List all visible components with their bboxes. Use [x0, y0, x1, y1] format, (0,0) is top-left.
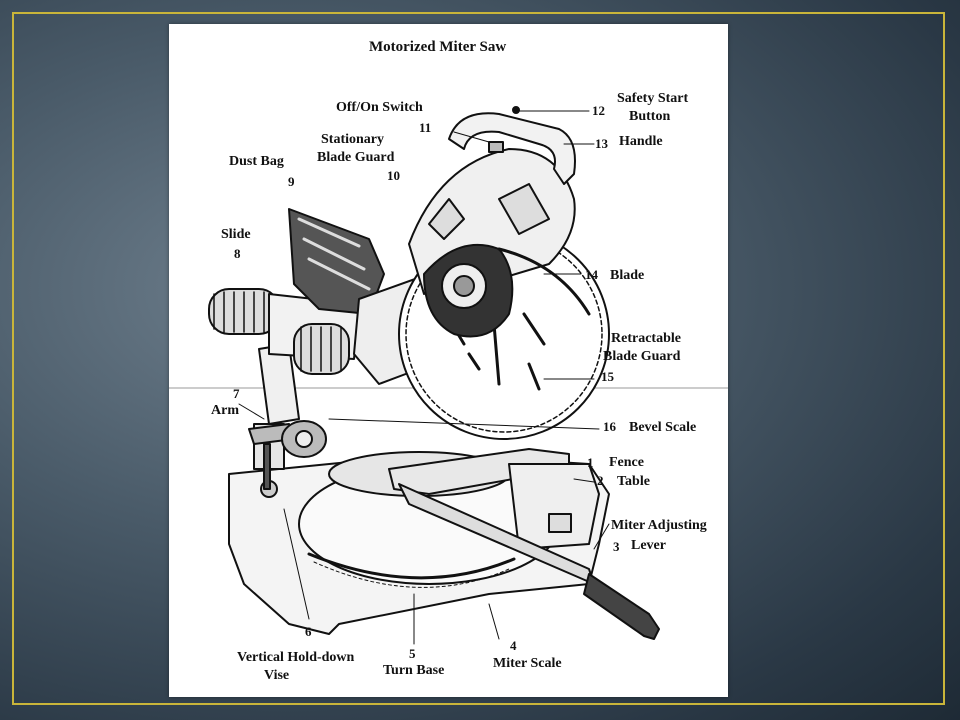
part-12-label-1: Safety Start: [617, 91, 689, 106]
miter-scale-arc: [307, 552, 516, 580]
handle: [448, 112, 576, 185]
part-2-number: 2: [597, 473, 604, 488]
part-14-number: 14: [585, 267, 598, 282]
part-5-number: 5: [409, 646, 416, 661]
diagram-panel: Motorized Miter Saw 12 Safety Start Butt…: [169, 24, 728, 697]
part-13-number: 13: [595, 136, 608, 151]
part-7-label: Arm: [211, 403, 239, 418]
part-5-label: Turn Base: [383, 663, 445, 678]
off-on-switch: [488, 141, 504, 153]
part-10-label-1: Stationary: [321, 132, 384, 147]
part-4-number: 4: [510, 638, 517, 653]
part-3-number: 3: [613, 539, 620, 554]
part-13-label: Handle: [619, 134, 663, 149]
part-16-number: 16: [603, 419, 616, 434]
part-15-number: 15: [601, 369, 614, 384]
part-6-label-1: Vertical Hold-down: [237, 650, 355, 665]
part-7-number: 7: [233, 386, 240, 401]
part-10-label-2: Blade Guard: [317, 150, 395, 165]
part-9-number: 9: [288, 174, 295, 189]
part-11-number: 11: [419, 120, 432, 135]
miter-saw-drawing: [169, 106, 728, 645]
part-15-label-1: Retractable: [611, 331, 681, 346]
part-6-label-2: Vise: [264, 668, 290, 683]
part-9-label: Dust Bag: [229, 154, 284, 169]
part-8-number: 8: [234, 246, 241, 261]
part-15-label-2: Blade Guard: [603, 349, 681, 364]
slide-frame: [12, 12, 945, 705]
part-14-label: Blade: [610, 268, 645, 283]
part-16-label: Bevel Scale: [629, 420, 697, 435]
diagram-title: Motorized Miter Saw: [369, 39, 507, 55]
part-1-number: 1: [587, 455, 594, 470]
part-12-number: 12: [592, 103, 605, 118]
miter-lever-handle: [583, 573, 660, 640]
part-10-number: 10: [387, 168, 400, 183]
part-3-label-1: Miter Adjusting: [611, 518, 707, 533]
part-8-label: Slide: [221, 227, 251, 242]
part-12-label-2: Button: [629, 109, 671, 124]
part-1-label: Fence: [609, 455, 644, 470]
part-6-number: 6: [305, 624, 312, 639]
part-11-label: Off/On Switch: [336, 100, 423, 115]
part-3-label-2: Lever: [631, 538, 666, 553]
part-2-label: Table: [617, 474, 650, 489]
part-4-label: Miter Scale: [493, 656, 562, 671]
